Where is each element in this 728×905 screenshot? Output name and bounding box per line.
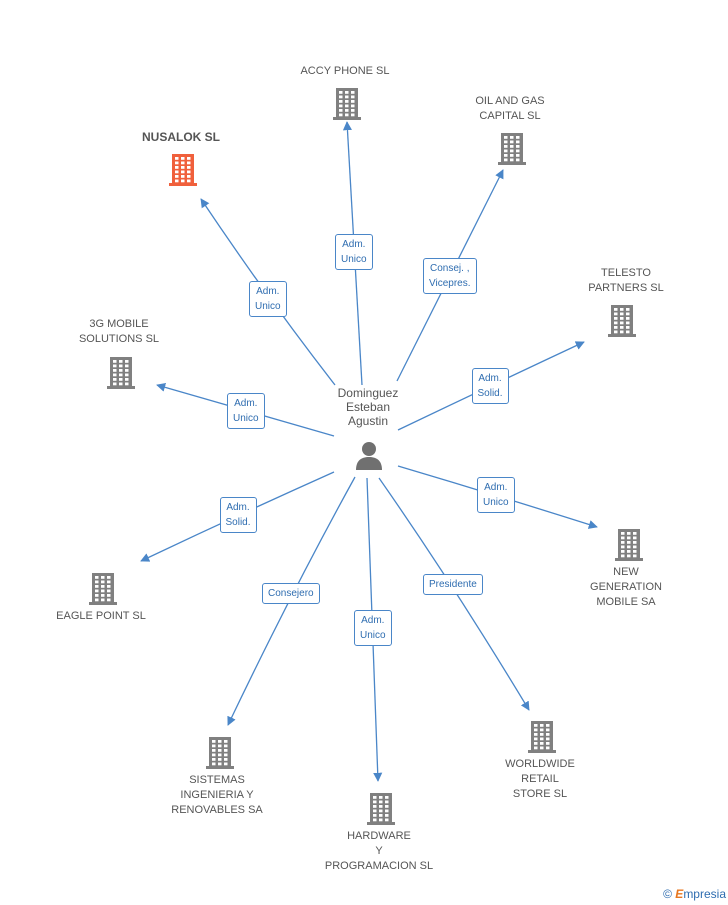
brand-name: mpresia: [683, 887, 726, 901]
building-icon[interactable]: [107, 355, 135, 394]
building-icon[interactable]: [206, 735, 234, 774]
company-name-newgen[interactable]: NEW GENERATION MOBILE SA: [590, 565, 662, 608]
company-name-nusalok[interactable]: NUSALOK SL: [142, 129, 220, 144]
building-icon[interactable]: [89, 571, 117, 610]
role-box-eagle[interactable]: Adm. Solid.: [219, 497, 257, 533]
role-box-nusalok[interactable]: Adm. Unico: [249, 281, 287, 317]
building-icon[interactable]: [333, 86, 361, 125]
role-box-sistemas[interactable]: Consejero: [262, 582, 320, 604]
company-name-sistemas[interactable]: SISTEMAS INGENIERIA Y RENOVABLES SA: [171, 773, 263, 816]
building-icon[interactable]: [608, 303, 636, 342]
role-box-worldwide[interactable]: Presidente: [423, 573, 483, 595]
company-name-eagle[interactable]: EAGLE POINT SL: [56, 609, 146, 622]
center-person-name: Dominguez Esteban Agustin: [337, 386, 399, 428]
building-icon[interactable]: [528, 719, 556, 758]
company-name-3gmobile[interactable]: 3G MOBILE SOLUTIONS SL: [78, 318, 160, 345]
role-box-newgen[interactable]: Adm. Unico: [477, 477, 515, 513]
role-box-accy[interactable]: Adm. Unico: [335, 234, 373, 270]
person-icon[interactable]: [354, 440, 384, 475]
footer-credit: © Empresia: [663, 887, 726, 901]
building-icon[interactable]: [498, 131, 526, 170]
company-name-oilgas[interactable]: OIL AND GAS CAPITAL SL: [475, 95, 545, 122]
copyright-symbol: ©: [663, 887, 672, 901]
role-box-3gmobile[interactable]: Adm. Unico: [227, 393, 265, 429]
role-box-hardware[interactable]: Adm. Unico: [354, 610, 392, 646]
role-box-oilgas[interactable]: Consej. , Vicepres.: [423, 258, 477, 294]
company-name-worldwide[interactable]: WORLDWIDE RETAIL STORE SL: [505, 757, 575, 800]
company-name-accy[interactable]: ACCY PHONE SL: [300, 64, 390, 77]
role-box-telesto[interactable]: Adm. Solid.: [471, 368, 509, 404]
building-icon[interactable]: [169, 152, 197, 191]
company-name-telesto[interactable]: TELESTO PARTNERS SL: [588, 267, 664, 294]
company-name-hardware[interactable]: HARDWARE Y PROGRAMACION SL: [324, 829, 434, 872]
building-icon[interactable]: [367, 791, 395, 830]
building-icon[interactable]: [615, 527, 643, 566]
brand-initial: E: [675, 887, 684, 901]
